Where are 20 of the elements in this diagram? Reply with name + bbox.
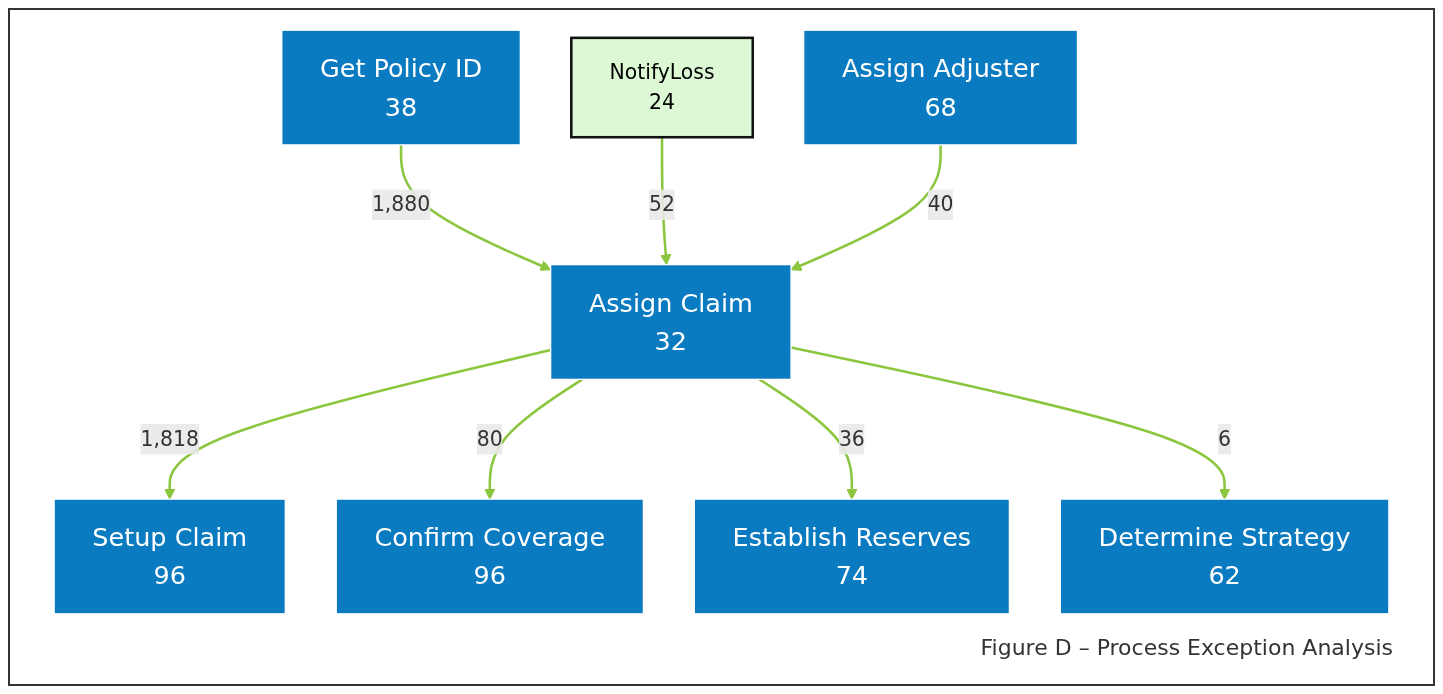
- edge-label: 52: [649, 192, 675, 217]
- node-box: Get Policy ID 38: [281, 29, 521, 146]
- edge-label: 36: [838, 426, 865, 451]
- edge-label: 40: [927, 192, 954, 217]
- arrow: [164, 348, 551, 500]
- node-box: NotifyLoss 24: [570, 36, 754, 139]
- node-box: Assign Adjuster 68: [803, 29, 1079, 146]
- node-box: Setup Claim 96: [53, 498, 286, 615]
- node-box: Establish Reserves 74: [693, 498, 1010, 615]
- node-box: Assign Claim 32: [550, 264, 792, 380]
- arrow: [758, 378, 858, 500]
- figure-caption: Figure D – Process Exception Analysis: [980, 635, 1393, 660]
- arrow: [484, 378, 583, 500]
- edge-label: 1,880: [371, 192, 431, 217]
- edge-label: 1,818: [140, 426, 199, 451]
- edge-label: 80: [476, 426, 503, 451]
- arrow: [790, 144, 942, 271]
- node-box: Determine Strategy 62: [1059, 498, 1390, 615]
- node-box: Confirm Coverage 96: [335, 498, 644, 615]
- edge-label: 6: [1218, 426, 1232, 451]
